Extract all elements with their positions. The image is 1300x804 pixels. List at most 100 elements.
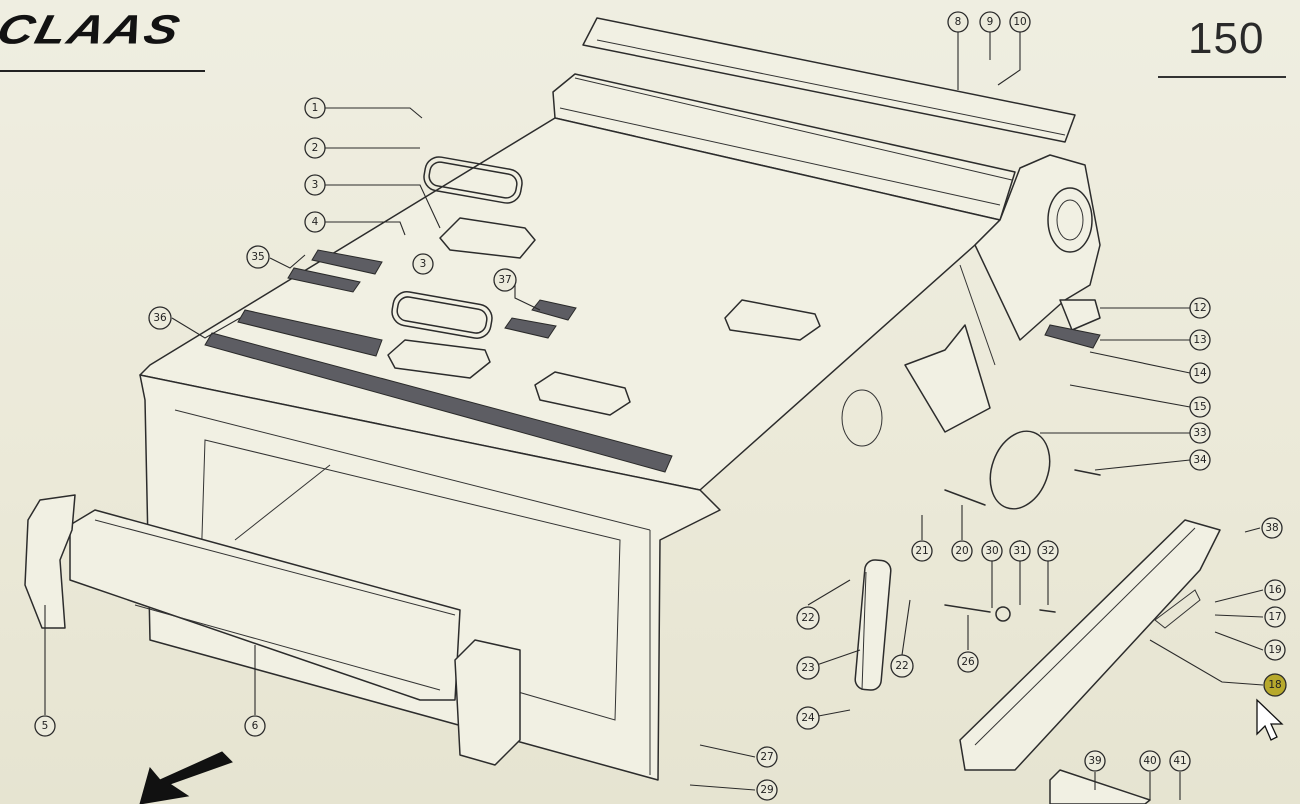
part-opening-d (724, 299, 821, 341)
svg-text:15: 15 (1193, 401, 1206, 413)
callout-1[interactable]: 1 (304, 97, 326, 119)
svg-text:29: 29 (760, 784, 773, 796)
svg-text:35: 35 (251, 251, 264, 263)
callout-14[interactable]: 14 (1189, 362, 1211, 384)
callout-21[interactable]: 21 (911, 540, 933, 562)
callout-23[interactable]: 23 (796, 656, 820, 680)
page-number: 150 (1188, 14, 1265, 63)
callout-12[interactable]: 12 (1189, 297, 1211, 319)
svg-text:13: 13 (1193, 334, 1206, 346)
callout-36[interactable]: 36 (148, 306, 172, 330)
part-cylinder (854, 559, 892, 691)
mouse-pointer-icon (1256, 698, 1284, 741)
svg-text:27: 27 (760, 751, 773, 763)
part-left-bracket (24, 494, 76, 629)
part-gasket-lower (391, 291, 493, 339)
part-strip-36a (237, 309, 383, 357)
svg-text:22: 22 (801, 612, 814, 624)
callout-18[interactable]: 18 (1263, 673, 1287, 697)
part-gasket-upper (423, 156, 523, 204)
svg-text:32: 32 (1041, 545, 1054, 557)
svg-text:18: 18 (1268, 679, 1281, 691)
callout-3-lower[interactable]: 3 (412, 253, 434, 275)
callout-30[interactable]: 30 (981, 540, 1003, 562)
part-strip-37a (531, 299, 577, 321)
callout-22-left[interactable]: 22 (796, 606, 820, 630)
leader-lines (44, 32, 1264, 800)
callout-27[interactable]: 27 (756, 746, 778, 768)
svg-text:40: 40 (1143, 755, 1156, 767)
part-pin (1049, 769, 1151, 804)
part-center-block (454, 639, 521, 766)
svg-text:38: 38 (1265, 522, 1278, 534)
callout-38[interactable]: 38 (1261, 517, 1283, 539)
svg-text:24: 24 (801, 712, 815, 724)
svg-text:21: 21 (915, 545, 928, 557)
callout-32[interactable]: 32 (1037, 540, 1059, 562)
page-number-underline (1158, 76, 1286, 78)
svg-text:4: 4 (312, 216, 319, 228)
callout-35[interactable]: 35 (246, 245, 270, 269)
callout-39[interactable]: 39 (1084, 750, 1106, 772)
svg-text:6: 6 (252, 720, 259, 732)
callout-4[interactable]: 4 (304, 211, 326, 233)
callout-10[interactable]: 10 (1009, 11, 1031, 33)
part-bracket-13 (1044, 324, 1101, 349)
svg-text:39: 39 (1088, 755, 1101, 767)
callout-26[interactable]: 26 (957, 651, 979, 673)
drawing-linework (24, 17, 1221, 804)
part-bracket-12 (1059, 299, 1101, 331)
callout-3[interactable]: 3 (304, 174, 326, 196)
arrow-down-left-icon (139, 751, 233, 804)
svg-text:16: 16 (1268, 584, 1282, 596)
part-strip-37b (504, 317, 557, 339)
callout-6[interactable]: 6 (244, 715, 266, 737)
callout-17[interactable]: 17 (1264, 606, 1286, 628)
callout-33[interactable]: 33 (1189, 422, 1211, 444)
svg-text:33: 33 (1193, 427, 1206, 439)
svg-text:30: 30 (985, 545, 998, 557)
callout-15[interactable]: 15 (1189, 396, 1211, 418)
part-bolt-26 (944, 604, 991, 613)
callout-24[interactable]: 24 (796, 706, 820, 730)
svg-text:10: 10 (1013, 16, 1026, 28)
part-front-frame (139, 374, 721, 781)
callout-40[interactable]: 40 (1139, 750, 1161, 772)
svg-text:1: 1 (312, 102, 319, 114)
part-cover-plate (989, 430, 1051, 510)
callout-2[interactable]: 2 (304, 137, 326, 159)
callout-34[interactable]: 34 (1189, 449, 1211, 471)
callout-37[interactable]: 37 (493, 268, 517, 292)
svg-text:22: 22 (895, 660, 908, 672)
part-top-cover (582, 17, 1076, 143)
callout-41[interactable]: 41 (1169, 750, 1191, 772)
svg-text:5: 5 (42, 720, 49, 732)
part-upper-rail (552, 73, 1016, 221)
callout-5[interactable]: 5 (34, 715, 56, 737)
svg-text:9: 9 (987, 16, 994, 28)
callout-16[interactable]: 16 (1264, 579, 1286, 601)
part-side-end (974, 154, 1101, 341)
part-opening-c (534, 371, 631, 416)
part-washer-30 (995, 606, 1011, 622)
callout-29[interactable]: 29 (756, 779, 778, 801)
part-deflector (904, 324, 991, 433)
part-front-beam (69, 509, 461, 701)
svg-text:41: 41 (1173, 755, 1186, 767)
svg-text:37: 37 (498, 274, 511, 286)
callout-22-right[interactable]: 22 (890, 654, 914, 678)
part-strip-35a (311, 249, 383, 275)
svg-text:12: 12 (1193, 302, 1206, 314)
part-opening-a (439, 217, 536, 259)
callout-20[interactable]: 20 (951, 540, 973, 562)
callout-31[interactable]: 31 (1009, 540, 1031, 562)
callout-9[interactable]: 9 (979, 11, 1001, 33)
callout-13[interactable]: 13 (1189, 329, 1211, 351)
part-opening-b (387, 339, 491, 379)
callout-19[interactable]: 19 (1264, 639, 1286, 661)
logo-underline (0, 70, 205, 72)
callout-8[interactable]: 8 (947, 11, 969, 33)
svg-text:23: 23 (801, 662, 814, 674)
